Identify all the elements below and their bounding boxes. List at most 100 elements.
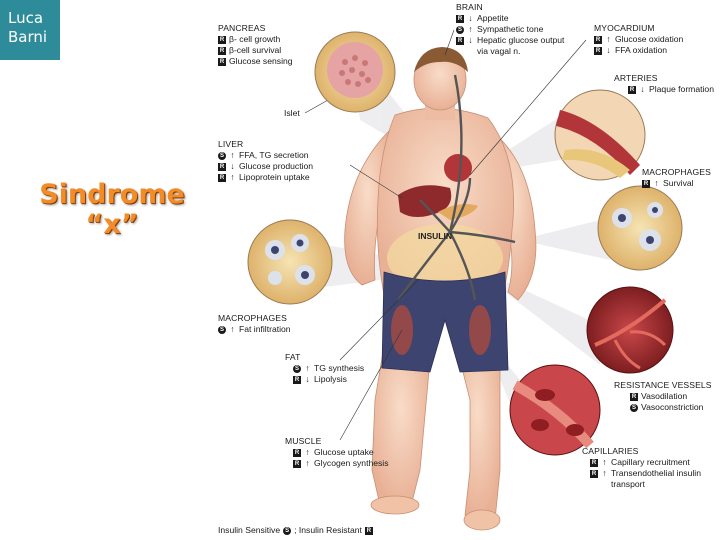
brain-extra: via vagal n.	[477, 46, 521, 56]
macrophages-left-title: MACROPHAGES	[218, 313, 287, 323]
callout-circle-capillaries	[509, 364, 601, 456]
badge-icon: R	[293, 448, 301, 457]
callout-circle-islet	[314, 31, 396, 113]
pancreas-item-text: β-cell survival	[229, 45, 282, 55]
badge-icon: S	[456, 25, 464, 34]
arteries-label: ARTERIES R ↓ Plaque formation	[614, 73, 714, 95]
author-last-name: Barni	[8, 28, 48, 46]
capillaries-item: R ↑ Transendothelial insulin	[590, 468, 701, 479]
arrow-icon: ↑	[230, 172, 235, 182]
muscle-item: R↑Glucose uptake	[293, 447, 389, 458]
capillaries-title: CAPILLARIES	[582, 446, 639, 456]
fat-item: S↑TG synthesis	[293, 363, 364, 374]
callout-circle-macrophages-right	[597, 185, 683, 271]
arrow-icon: ↓	[640, 84, 645, 94]
macrophages-right-label: MACROPHAGES R↑Survival	[642, 167, 711, 189]
arrow-icon: ↓	[606, 45, 611, 55]
capillaries-item-text: Transendothelial insulin	[611, 468, 701, 478]
arrow-icon: ↑	[606, 34, 611, 44]
arteries-item: R ↓ Plaque formation	[628, 84, 714, 95]
callout-circle-macrophages-left	[247, 219, 333, 305]
author-first-name: Luca	[8, 9, 44, 27]
badge-icon: R	[594, 46, 602, 55]
brain-title: BRAIN	[456, 2, 483, 12]
badge-icon: R	[218, 35, 226, 44]
liver-item: R↓Glucose production	[218, 161, 313, 172]
fat-item: R ↓ Lipolysis	[293, 374, 364, 385]
islet-label: Islet	[284, 108, 300, 118]
badge-icon: S	[218, 325, 226, 334]
badge-icon: R	[590, 458, 598, 467]
macrophages-left-label: MACROPHAGES S ↑ Fat infiltration	[218, 313, 291, 335]
legend-footer: Insulin Sensitive S ; Insulin Resistant …	[218, 525, 373, 536]
resistance-vessels-item-text: Vasoconstriction	[641, 402, 704, 412]
fat-item-text: Lipolysis	[314, 374, 347, 384]
badge-icon: S	[218, 151, 226, 160]
brain-item-text: Sympathetic tone	[477, 24, 544, 34]
author-badge: Luca Barni	[0, 0, 60, 60]
badge-icon: R	[630, 392, 638, 401]
muscle-title: MUSCLE	[285, 436, 322, 446]
arrow-icon: ↓	[468, 13, 473, 23]
liver-label: LIVER S ↑ FFA, TG secretion R↓Glucose prod…	[218, 139, 313, 183]
slide-title-line2: “x”	[85, 209, 139, 240]
badge-icon: R	[642, 179, 650, 188]
brain-item-text: Hepatic glucose output	[477, 35, 565, 45]
liver-item-text: Glucose production	[239, 161, 314, 171]
human-figure	[344, 47, 537, 531]
badge-icon: R	[590, 469, 598, 478]
brain-item: R↓Appetite	[456, 13, 564, 24]
capillaries-extra: transport	[611, 479, 645, 489]
arrow-icon: ↑	[654, 178, 659, 188]
slide-title: Sindrome “x”	[22, 180, 202, 240]
macrophages-right-item-text: Survival	[663, 178, 694, 188]
badge-icon: R	[628, 85, 636, 94]
brain-item: R↓Hepatic glucose output	[456, 35, 564, 46]
myocardium-item-text: Glucose oxidation	[615, 34, 684, 44]
arteries-item-text: Plaque formation	[649, 84, 714, 94]
badge-icon: R	[456, 14, 464, 23]
liver-title: LIVER	[218, 139, 244, 149]
arrow-icon: ↑	[602, 457, 607, 467]
arrow-icon: ↑	[468, 24, 473, 34]
muscle-label: MUSCLE R↑Glucose uptake R↑Glycogen synth…	[285, 436, 389, 469]
muscle-item-text: Glucose uptake	[314, 447, 374, 457]
badge-icon: R	[594, 35, 602, 44]
badge-icon: R	[293, 375, 301, 384]
liver-item-text: Lipoprotein uptake	[239, 172, 310, 182]
arrow-icon: ↑	[602, 468, 607, 478]
macrophages-left-item-text: Fat infiltration	[239, 324, 291, 334]
legend-sensitive-text: Insulin Sensitive	[218, 525, 281, 535]
liver-item-text: FFA, TG secretion	[239, 150, 309, 160]
capillaries-item: R ↑ Capillary recruitment	[590, 457, 701, 468]
myocardium-label: MYOCARDIUM R↑Glucose oxidation R↓FFA oxi…	[594, 23, 683, 56]
arrow-icon: ↓	[305, 374, 310, 384]
sensitive-badge-icon: S	[283, 527, 292, 536]
fat-label: FAT S↑TG synthesis R ↓ Lipolysis	[285, 352, 364, 385]
pancreas-title: PANCREAS	[218, 23, 266, 33]
legend-resistant-text: ; Insulin Resistant	[294, 525, 362, 535]
callout-circle-arteries	[554, 89, 646, 181]
arrow-icon: ↓	[468, 35, 473, 45]
arrow-icon: ↑	[230, 324, 235, 334]
macrophages-left-item: S ↑ Fat infiltration	[218, 324, 291, 335]
arrow-icon: ↑	[305, 458, 310, 468]
fat-title: FAT	[285, 352, 301, 362]
arrow-icon: ↑	[230, 150, 235, 160]
muscle-item: R↑Glycogen synthesis	[293, 458, 389, 469]
capillaries-item-text: Capillary recruitment	[611, 457, 690, 467]
badge-icon: S	[293, 364, 301, 373]
badge-icon: R	[293, 459, 301, 468]
insulin-arrows	[397, 74, 516, 301]
badge-icon: R	[218, 173, 226, 182]
slide-title-line1: Sindrome	[39, 179, 185, 210]
brain-label: BRAIN R↓Appetite S↑Sympathetic tone R↓He…	[456, 2, 564, 57]
arteries-title: ARTERIES	[614, 73, 658, 83]
resistance-vessels-title: RESISTANCE VESSELS	[614, 380, 712, 390]
